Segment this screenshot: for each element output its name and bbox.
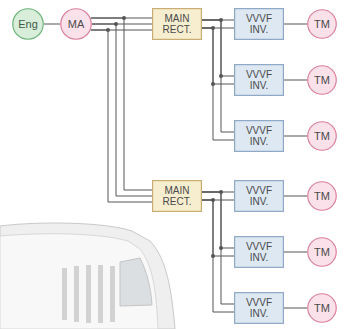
wire-connector [202, 192, 234, 256]
inverter-box: VVVF INV. [234, 64, 284, 96]
connector-group [44, 18, 307, 312]
circle-shape [308, 122, 337, 151]
node-label: MAIN RECT. [157, 185, 197, 208]
junction-dot [219, 246, 223, 250]
train-front [0, 234, 158, 329]
junction-dot [211, 198, 215, 202]
junction-dot [106, 28, 110, 32]
circle-shape [61, 9, 92, 40]
wire-connector [202, 20, 234, 28]
node-label: VVVF INV. [239, 185, 279, 208]
box-shape [153, 181, 202, 212]
junction-dots [106, 16, 223, 258]
junction-dot [219, 18, 223, 22]
node-label: TM [314, 130, 330, 143]
motor-circle: TM [307, 121, 337, 151]
node-label: VVVF INV. [239, 125, 279, 148]
wire-connector [202, 20, 234, 140]
circle-shape [308, 66, 337, 95]
circle-shape [308, 238, 337, 267]
node-label: Eng [18, 18, 38, 31]
train-slat [98, 265, 103, 323]
circle-shape [308, 182, 337, 211]
wire-connector [44, 24, 60, 25]
junction-dot [219, 74, 223, 78]
wire-connector [91, 18, 152, 202]
wire-connector [284, 196, 307, 197]
inverter-box: VVVF INV. [234, 236, 284, 268]
inverter-box: VVVF INV. [234, 8, 284, 40]
inverter-box: VVVF INV. [234, 292, 284, 324]
engine-circle: Eng [12, 8, 44, 40]
box-shape [235, 237, 284, 268]
junction-dot [122, 16, 126, 20]
junction-dot [114, 22, 118, 26]
wire-connector [284, 136, 307, 137]
node-label: VVVF INV. [239, 69, 279, 92]
train-body [0, 223, 175, 329]
rectifier-box: MAIN RECT. [152, 8, 202, 40]
motor-circle: TM [307, 237, 337, 267]
node-label: VVVF INV. [239, 297, 279, 320]
motor-circle: TM [307, 181, 337, 211]
node-label: MAIN RECT. [157, 13, 197, 36]
motor-circle: TM [307, 65, 337, 95]
inverter-box: VVVF INV. [234, 180, 284, 212]
box-shape [235, 181, 284, 212]
node-label: MA [68, 18, 85, 31]
node-label: TM [314, 18, 330, 31]
node-label: TM [314, 190, 330, 203]
wire-connector [284, 80, 307, 81]
machine-circle: MA [60, 8, 92, 40]
box-shape [235, 65, 284, 96]
wire-connector [284, 308, 307, 309]
rectifier-box: MAIN RECT. [152, 180, 202, 212]
wire-connector [202, 192, 234, 200]
train-slat [74, 266, 79, 322]
motor-circle: TM [307, 9, 337, 39]
train-slat [86, 265, 91, 323]
junction-dot [219, 190, 223, 194]
box-shape [153, 9, 202, 40]
circle-shape [13, 9, 44, 40]
circle-shape [308, 10, 337, 39]
wire-connector [284, 24, 307, 25]
motor-circle: TM [307, 293, 337, 323]
circle-shape [308, 294, 337, 323]
node-label: TM [314, 302, 330, 315]
node-label: TM [314, 246, 330, 259]
box-shape [235, 121, 284, 152]
wire-connector [284, 252, 307, 253]
junction-dot [211, 254, 215, 258]
wire-connector [202, 192, 234, 312]
junction-dot [211, 26, 215, 30]
node-label: VVVF INV. [239, 241, 279, 264]
train-window [120, 258, 152, 306]
node-label: VVVF INV. [239, 13, 279, 36]
box-shape [235, 293, 284, 324]
inverter-box: VVVF INV. [234, 120, 284, 152]
box-shape [235, 9, 284, 40]
wire-connector [202, 20, 234, 84]
train-slat [110, 266, 115, 322]
junction-dot [211, 82, 215, 86]
node-label: TM [314, 74, 330, 87]
train-slat [62, 268, 67, 320]
